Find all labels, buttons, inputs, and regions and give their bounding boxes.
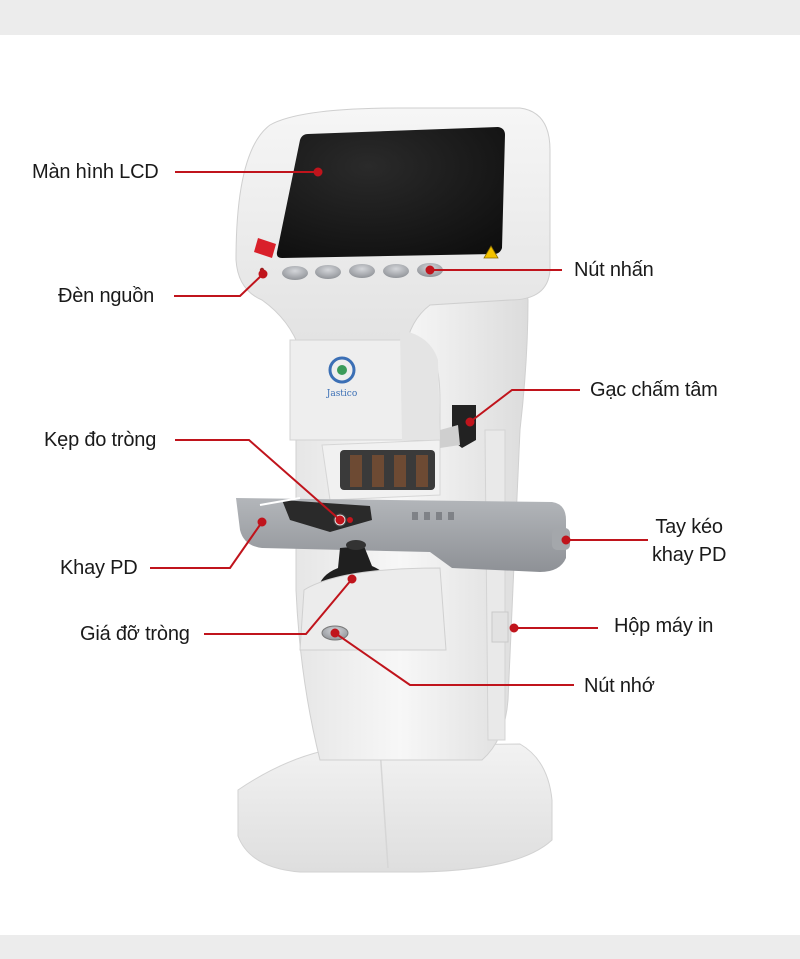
- svg-text:Jastico: Jastico: [326, 389, 358, 399]
- label-pd-tray-handle: Tay kéo khay PD: [652, 515, 726, 567]
- leader-memory-button: [334, 632, 574, 686]
- leader-pd-tray: [150, 521, 263, 569]
- label-lens-holder: Giá đỡ tròng: [80, 623, 190, 645]
- label-memory-button: Nút nhớ: [584, 675, 655, 697]
- lensmeter-device: Jastico: [150, 107, 648, 873]
- label-pd-tray: Khay PD: [60, 557, 138, 579]
- leader-power-light: [174, 273, 264, 297]
- label-pd-tray-handle-line1: Tay kéo: [655, 516, 723, 538]
- warning-icon: [483, 245, 499, 259]
- push-buttons: [282, 263, 443, 280]
- lens-clamp: [282, 500, 372, 532]
- brand-logo: Jastico: [326, 356, 358, 399]
- lcd-screen: [276, 127, 505, 258]
- label-printer-box: Hộp máy in: [614, 615, 714, 637]
- label-lcd-screen: Màn hình LCD: [32, 161, 159, 183]
- label-marking-lever: Gạc chấm tâm: [590, 379, 718, 401]
- label-push-buttons: Nút nhấn: [574, 259, 654, 281]
- label-power-light: Đèn nguồn: [58, 285, 155, 307]
- leader-marking-lever: [469, 389, 580, 423]
- device-base: [237, 743, 553, 873]
- label-lens-clamp: Kẹp đo tròng: [44, 429, 157, 451]
- leader-lens-clamp: [175, 439, 341, 521]
- top-band: [0, 0, 800, 35]
- printer-box: [491, 611, 509, 643]
- bottom-band: [0, 935, 800, 959]
- leader-lens-holder: [204, 578, 353, 635]
- power-light: [254, 238, 276, 258]
- label-pd-tray-handle-line2: khay PD: [652, 544, 727, 566]
